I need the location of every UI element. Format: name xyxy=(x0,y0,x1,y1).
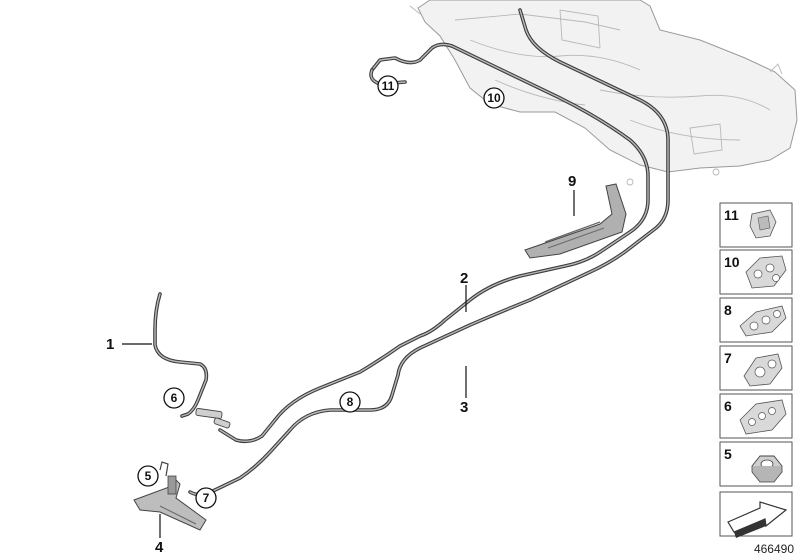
svg-text:7: 7 xyxy=(203,491,210,505)
image-id: 466490 xyxy=(754,542,794,556)
fuel-line-10 xyxy=(188,8,670,497)
parts-panel-item-7[interactable]: 7 xyxy=(719,345,793,391)
circled-callout-6: 6 xyxy=(163,387,185,409)
parts-panel-item-8[interactable]: 8 xyxy=(719,297,793,343)
circled-callout-7: 7 xyxy=(195,487,217,509)
svg-text:8: 8 xyxy=(724,302,732,318)
circled-callout-5: 5 xyxy=(137,465,159,487)
leader-lines xyxy=(122,190,575,538)
svg-text:5: 5 xyxy=(724,446,732,462)
svg-text:11: 11 xyxy=(724,207,739,223)
clip-single-icon xyxy=(749,209,777,239)
callouts: 1 2 3 4 9 xyxy=(106,173,576,556)
parts-panel-item-6[interactable]: 6 xyxy=(719,393,793,439)
bracket-9 xyxy=(524,183,627,259)
clip-quad-icon xyxy=(745,255,787,289)
clip-quad-small-icon xyxy=(739,399,787,435)
parts-panel-item-arrow[interactable] xyxy=(719,491,793,538)
parts-panel: 11 10 8 xyxy=(719,202,793,538)
fuel-line-2 xyxy=(218,42,650,444)
circled-callout-8: 8 xyxy=(339,391,361,413)
parts-panel-item-10[interactable]: 10 xyxy=(719,249,793,295)
svg-text:11: 11 xyxy=(382,79,395,93)
callout-4: 4 xyxy=(155,539,164,556)
forward-arrow-icon xyxy=(727,501,788,538)
circled-callout-11: 11 xyxy=(377,75,399,97)
svg-text:10: 10 xyxy=(487,91,501,105)
parts-panel-item-11[interactable]: 11 xyxy=(719,202,793,248)
clip-triple-icon xyxy=(739,305,787,337)
circled-callout-10: 10 xyxy=(483,87,505,109)
circled-callouts: 11 10 6 8 5 7 xyxy=(137,75,505,509)
fuel-line-1 xyxy=(153,292,231,429)
svg-text:5: 5 xyxy=(145,469,152,483)
fuel-tank xyxy=(409,0,798,186)
hex-nut-icon xyxy=(751,455,783,483)
callout-2: 2 xyxy=(460,270,468,287)
svg-text:6: 6 xyxy=(171,391,178,405)
svg-text:6: 6 xyxy=(724,398,732,414)
callout-9: 9 xyxy=(568,173,576,190)
clip-double-icon xyxy=(743,353,783,387)
svg-text:7: 7 xyxy=(724,350,732,366)
callout-3: 3 xyxy=(460,399,468,416)
svg-text:8: 8 xyxy=(347,395,354,409)
svg-text:10: 10 xyxy=(724,254,740,270)
clip-5-small xyxy=(159,461,169,477)
callout-1: 1 xyxy=(106,336,114,353)
parts-panel-item-5[interactable]: 5 xyxy=(719,441,793,487)
bracket-4 xyxy=(133,475,207,531)
